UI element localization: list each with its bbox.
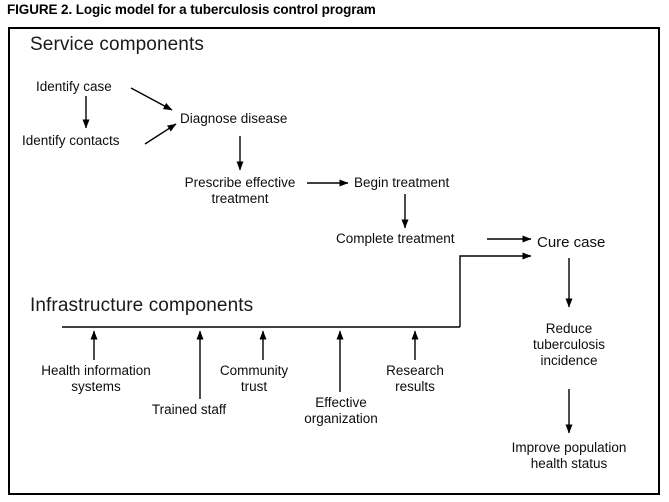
infrastructure-label-3-line-1: Community bbox=[219, 363, 289, 378]
infrastructure-label-effective-organization: Effective organization bbox=[304, 395, 378, 427]
infrastructure-label-3-line-2: trust bbox=[240, 379, 268, 394]
node-complete-treatment: Complete treatment bbox=[336, 231, 455, 246]
infrastructure-label-1-line-2: systems bbox=[71, 379, 121, 394]
node-improve-line-1: Improve population bbox=[511, 440, 627, 455]
infrastructure-label-1-line-1: Health information bbox=[41, 363, 151, 378]
node-identify-contacts: Identify contacts bbox=[22, 133, 120, 148]
node-prescribe-effective-treatment: Prescribe effective treatment bbox=[185, 175, 296, 207]
infrastructure-label-trained-staff: Trained staff bbox=[152, 402, 226, 418]
node-identify-case: Identify case bbox=[36, 79, 112, 94]
node-improve-population-health-status: Improve population health status bbox=[512, 440, 627, 472]
node-reduce-line-1: Reduce bbox=[545, 321, 593, 336]
infrastructure-label-4-line-1: Effective bbox=[315, 395, 367, 410]
section-header-infrastructure: Infrastructure components bbox=[30, 295, 254, 316]
infrastructure-label-5-line-1: Research bbox=[386, 363, 444, 378]
node-cure-case: Cure case bbox=[537, 234, 606, 251]
node-improve-line-2: health status bbox=[530, 456, 608, 471]
infrastructure-label-community-trust: Community trust bbox=[220, 363, 288, 395]
node-prescribe-line-1: Prescribe effective bbox=[184, 175, 296, 190]
node-diagnose-disease: Diagnose disease bbox=[180, 111, 288, 126]
node-begin-treatment: Begin treatment bbox=[354, 175, 450, 190]
infrastructure-label-5-line-2: results bbox=[395, 379, 435, 394]
node-reduce-line-3: incidence bbox=[540, 353, 598, 368]
section-header-service: Service components bbox=[30, 34, 204, 55]
infrastructure-label-2-line-1: Trained staff bbox=[151, 402, 227, 417]
node-prescribe-line-2: treatment bbox=[211, 191, 269, 206]
infrastructure-label-health-information-systems: Health information systems bbox=[41, 363, 151, 395]
node-reduce-tuberculosis-incidence: Reduce tuberculosis incidence bbox=[533, 321, 605, 369]
infrastructure-label-4-line-2: organization bbox=[304, 411, 378, 426]
page-title: FIGURE 2. Logic model for a tuberculosis… bbox=[7, 2, 376, 17]
figure-frame bbox=[8, 27, 660, 495]
infrastructure-label-research-results: Research results bbox=[386, 363, 444, 395]
node-reduce-line-2: tuberculosis bbox=[532, 337, 606, 352]
